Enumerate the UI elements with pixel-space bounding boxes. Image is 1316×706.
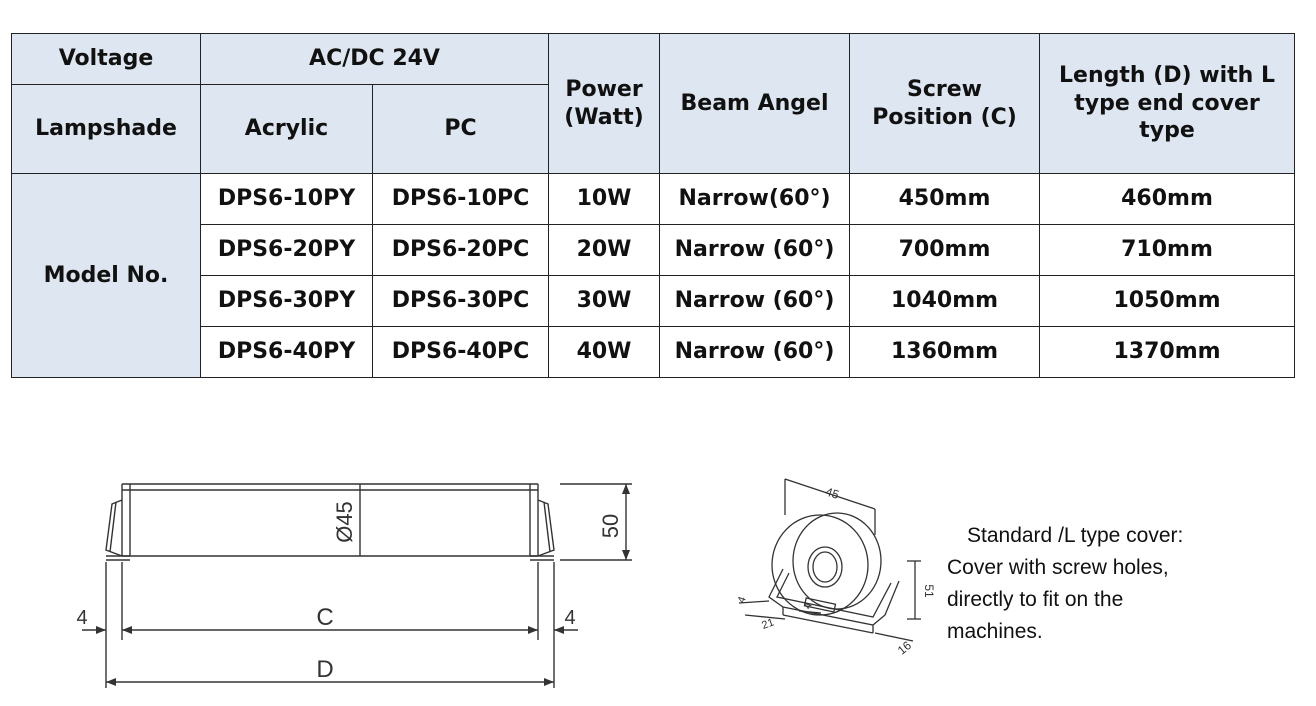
acrylic-model: DPS6-30PY: [200, 275, 373, 327]
end-cover-top-dim: 45: [824, 484, 841, 502]
note-line-4: machines.: [947, 620, 1043, 643]
acrylic-model: DPS6-40PY: [200, 326, 373, 378]
length-value: 710mm: [1039, 224, 1296, 276]
table-row: DPS6-30PY DPS6-30PC 30W Narrow (60°) 104…: [12, 275, 1296, 327]
length-value: 1050mm: [1039, 275, 1296, 327]
end-cover-dim-c: 4: [801, 601, 814, 611]
screw-value: 450mm: [849, 173, 1041, 225]
beam-value: Narrow (60°): [659, 275, 851, 327]
note-line-1: Standard /L type cover:: [967, 524, 1184, 547]
model-no-label: Model No.: [11, 173, 201, 378]
screw-value: 1360mm: [849, 326, 1041, 378]
left-offset-label: 4: [76, 607, 87, 629]
pc-model: DPS6-40PC: [371, 326, 550, 378]
pc-model: DPS6-10PC: [371, 173, 550, 225]
power-value: 30W: [548, 275, 661, 327]
pc-model: DPS6-20PC: [371, 224, 550, 276]
end-cover-height-dim: 51: [922, 584, 935, 598]
acrylic-model: DPS6-10PY: [200, 173, 373, 225]
acrylic-header: Acrylic: [200, 84, 373, 174]
end-cover-note: Standard /L type cover: Cover with screw…: [947, 520, 1277, 648]
beam-value: Narrow (60°): [659, 224, 851, 276]
diameter-label: Ø45: [332, 501, 357, 543]
end-cover-dim-a: 4: [735, 595, 748, 605]
lampshade-header: Lampshade: [11, 84, 201, 174]
length-value: 460mm: [1039, 173, 1296, 225]
pc-model: DPS6-30PC: [371, 275, 550, 327]
screw-value: 700mm: [849, 224, 1041, 276]
length-value: 1370mm: [1039, 326, 1296, 378]
length-header: Length (D) with L type end cover type: [1039, 33, 1296, 174]
beam-value: Narrow (60°): [659, 326, 851, 378]
spec-table: Voltage AC/DC 24V Power (Watt) Beam Ange…: [11, 33, 1296, 378]
beam-value: Narrow(60°): [659, 173, 851, 225]
power-header: Power (Watt): [548, 33, 661, 174]
note-line-3: directly to fit on the: [947, 588, 1124, 611]
power-value: 10W: [548, 173, 661, 225]
pc-header: PC: [371, 84, 550, 174]
beam-angle-header: Beam Angel: [659, 33, 851, 174]
header-row-2: Lampshade Acrylic PC: [11, 84, 1295, 174]
voltage-value-header: AC/DC 24V: [199, 33, 550, 85]
screw-position-header: Screw Position (C): [849, 33, 1041, 174]
table-row: Model No. DPS6-10PY DPS6-10PC 10W Narrow…: [11, 173, 1296, 378]
c-dimension-label: C: [316, 604, 333, 631]
right-offset-label: 4: [564, 607, 575, 629]
power-value: 40W: [548, 326, 661, 378]
screw-value: 1040mm: [849, 275, 1041, 327]
note-line-2: Cover with screw holes,: [947, 556, 1169, 579]
height-label: 50: [598, 514, 623, 538]
d-dimension-label: D: [316, 656, 333, 683]
acrylic-model: DPS6-20PY: [200, 224, 373, 276]
end-cover-dim-b: 21: [760, 616, 776, 631]
power-value: 20W: [548, 224, 661, 276]
end-cover-drawing: 45 51 16 4 21 4: [735, 478, 935, 658]
header-row-1: Voltage AC/DC 24V Power (Watt) Beam Ange…: [11, 33, 1296, 174]
side-view-drawing: Ø45 50 C D 4 4: [76, 483, 632, 688]
voltage-header: Voltage: [11, 33, 201, 85]
table-row: DPS6-20PY DPS6-20PC 20W Narrow (60°) 700…: [12, 224, 1296, 276]
table-row: DPS6-40PY DPS6-40PC 40W Narrow (60°) 136…: [12, 326, 1296, 378]
